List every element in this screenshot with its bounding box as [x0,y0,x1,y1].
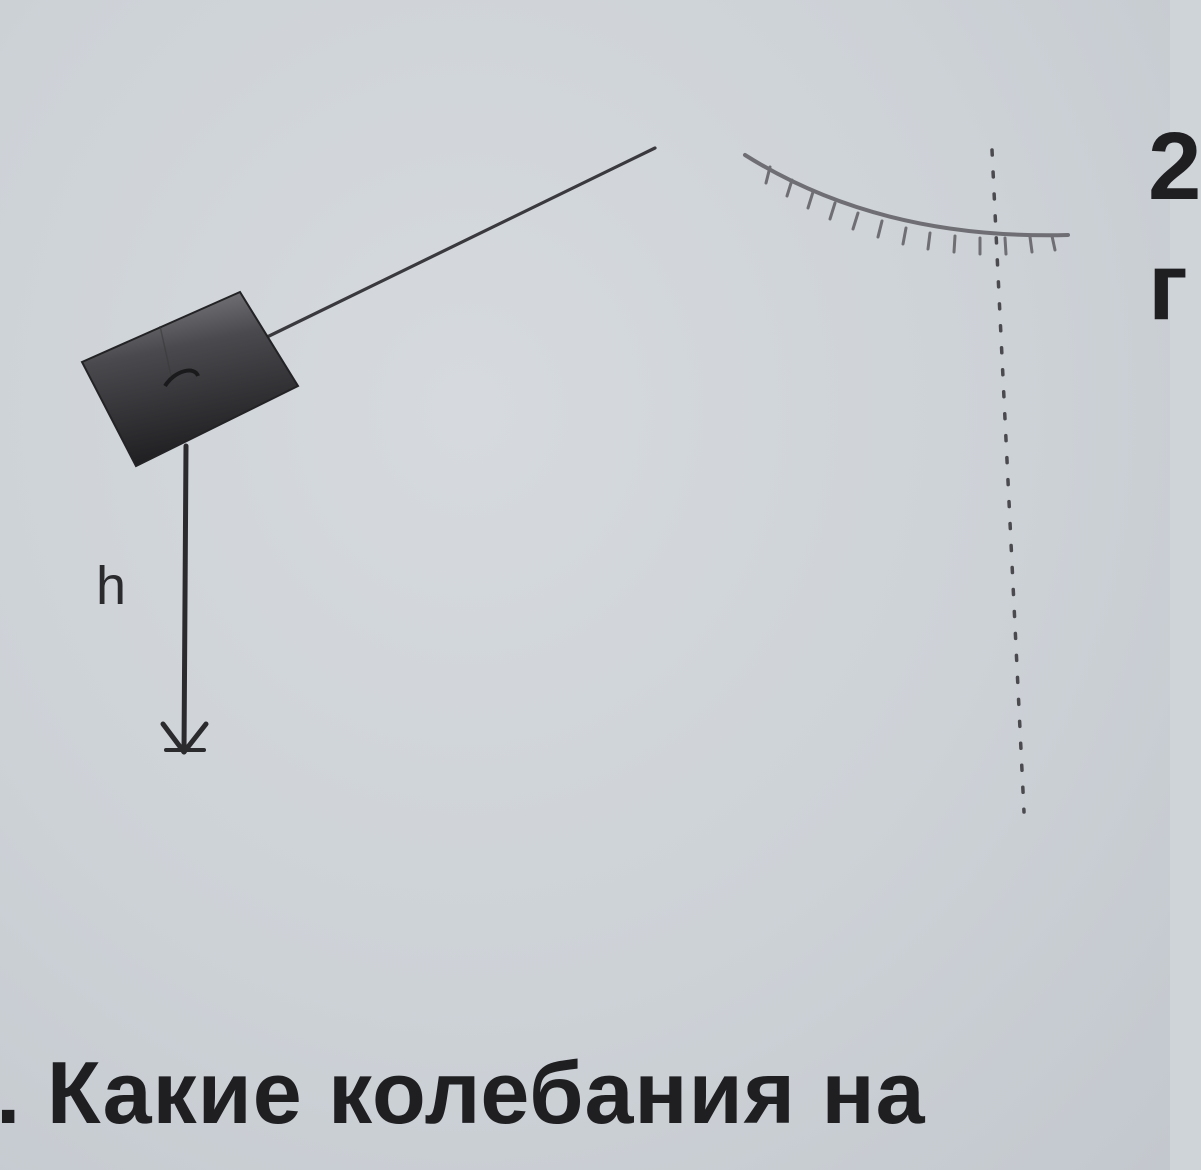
height-label: h [96,556,126,616]
pendulum-diagram: h [80,146,1070,814]
height-arrow [160,443,209,755]
pendulum-thread [263,146,657,340]
ceiling-support [743,153,1070,256]
cut-off-text-second: г [1148,233,1188,340]
cut-off-text-top: 2 [1148,113,1201,220]
question-text: . Какие колебания на [0,1043,926,1142]
pendulum-bob [80,290,300,468]
equilibrium-dotted-line [990,148,1026,814]
